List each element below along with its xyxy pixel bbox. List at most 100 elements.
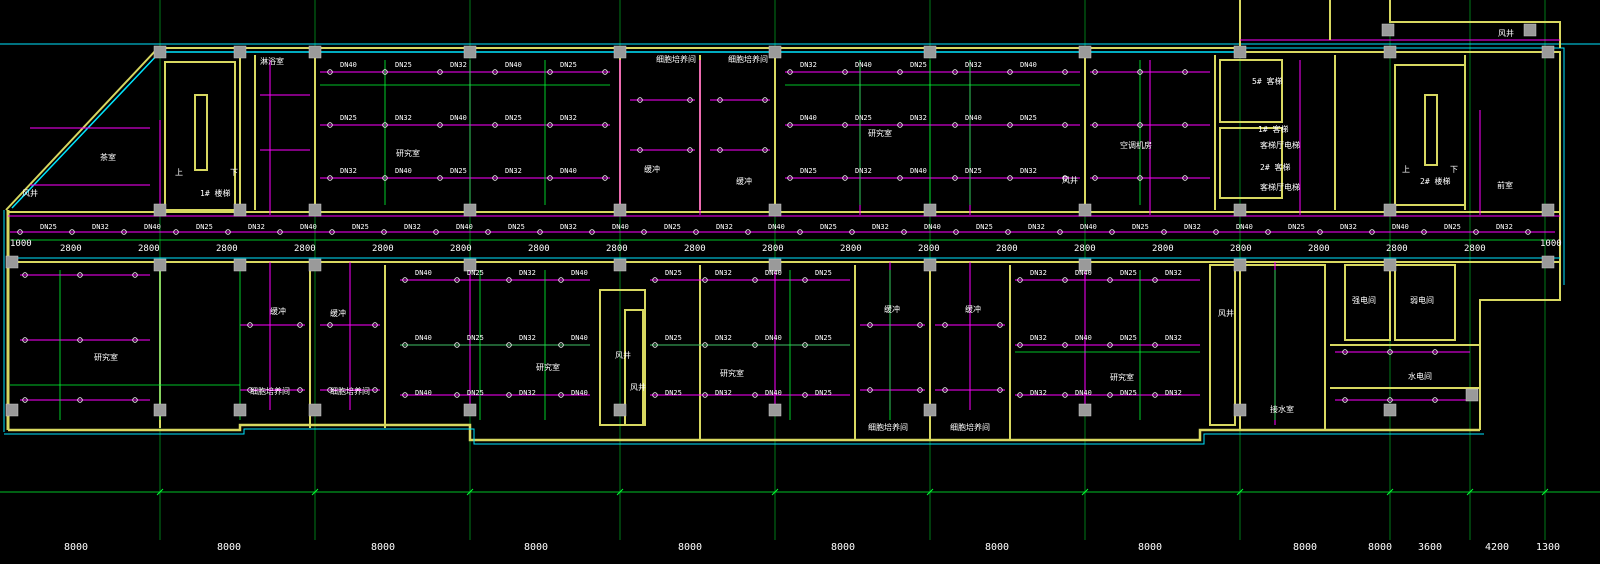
column-47	[1465, 388, 1479, 402]
room-cell-lab-4: 细胞培养间	[330, 386, 370, 396]
sprinkler-head-78	[22, 337, 28, 343]
sprinkler-head-113	[702, 392, 708, 398]
sprinkler-head-32	[437, 69, 443, 75]
pipe-label-58: DN32	[1020, 167, 1037, 175]
sprinkler-head-124	[637, 147, 643, 153]
column-17	[1078, 203, 1092, 217]
room-cell-lab-1: 细胞培养间	[656, 54, 696, 64]
pipe-label-64: DN32	[715, 269, 732, 277]
dimension-lines	[10, 60, 1555, 420]
sprinkler-head-2	[121, 229, 127, 235]
column-7	[1078, 45, 1092, 59]
pipe-label-17: DN40	[924, 223, 941, 231]
column-27	[1078, 258, 1092, 272]
pipe-label-43: DN32	[560, 114, 577, 122]
column-6	[923, 45, 937, 59]
sprinkler-head-107	[1152, 342, 1158, 348]
bottom-dim-9: 8000	[1368, 542, 1392, 553]
pipe-label-53: DN40	[560, 167, 577, 175]
room-stair1-down: 下	[230, 168, 238, 177]
pipe-label-48: DN25	[1020, 114, 1037, 122]
column-8	[1233, 45, 1247, 59]
sprinkler-head-96	[402, 342, 408, 348]
pipe-label-65: DN40	[765, 269, 782, 277]
pipe-label-59: DN40	[415, 269, 432, 277]
room-stair2: 2# 楼梯	[1420, 176, 1450, 186]
sprinkler-head-94	[1107, 277, 1113, 283]
corridor-dim-9: 2800	[762, 244, 784, 254]
pipe-label-54: DN25	[800, 167, 817, 175]
pipe-label-72: DN25	[467, 334, 484, 342]
corridor-dim-4: 2800	[372, 244, 394, 254]
sprinkler-head-144	[1342, 349, 1348, 355]
sprinkler-head-75	[22, 272, 28, 278]
room-partitions	[159, 55, 1480, 440]
sprinkler-head-4	[225, 229, 231, 235]
sprinkler-head-30	[327, 69, 333, 75]
sprinkler-head-3	[173, 229, 179, 235]
pipe-label-35: DN40	[855, 61, 872, 69]
sprinkler-head-68	[897, 175, 903, 181]
sprinkler-head-62	[437, 175, 443, 181]
sprinkler-head-6	[329, 229, 335, 235]
bottom-dim-10: 3600	[1418, 542, 1442, 553]
pipe-label-11: DN40	[612, 223, 629, 231]
bottom-dim-3: 8000	[524, 542, 548, 553]
sprinkler-head-22	[1161, 229, 1167, 235]
sprinkler-head-135	[997, 322, 1003, 328]
pipe-label-79: DN32	[1030, 334, 1047, 342]
sprinkler-head-126	[717, 147, 723, 153]
pipe-label-91: DN32	[1030, 389, 1047, 397]
room-elevhall-2: 客梯厅电梯	[1260, 182, 1300, 192]
corridor-dim-10: 2800	[840, 244, 862, 254]
sprinkler-head-12	[641, 229, 647, 235]
sprinkler-head-42	[1092, 69, 1098, 75]
sprinkler-head-115	[802, 392, 808, 398]
column-29	[1383, 258, 1397, 272]
pipe-label-3: DN25	[196, 223, 213, 231]
room-stair1-up: 上	[175, 168, 183, 177]
room-buffer-3: 缓冲	[270, 306, 286, 316]
sprinkler-head-71	[1062, 175, 1068, 181]
sprinkler-head-26	[1369, 229, 1375, 235]
room-shaft-5: 风井	[630, 382, 646, 392]
sprinkler-head-20	[1057, 229, 1063, 235]
pipe-label-77: DN40	[765, 334, 782, 342]
sprinkler-head-59	[1182, 122, 1188, 128]
pipe-label-82: DN32	[1165, 334, 1182, 342]
sprinkler-head-66	[787, 175, 793, 181]
pipe-label-56: DN40	[910, 167, 927, 175]
pipe-label-94: DN32	[1165, 389, 1182, 397]
pipe-label-20: DN40	[1080, 223, 1097, 231]
column-1	[233, 45, 247, 59]
room-water: 水电间	[1408, 371, 1432, 381]
sprinkler-head-35	[602, 69, 608, 75]
room-lab-3: 研究室	[94, 352, 118, 362]
bottom-tick-4	[771, 488, 779, 496]
pipe-label-32: DN40	[505, 61, 522, 69]
sprinkler-head-54	[952, 122, 958, 128]
sprinkler-head-44	[1182, 69, 1188, 75]
sprinkler-head-46	[382, 122, 388, 128]
room-dock: 接水室	[1270, 404, 1294, 414]
sprinkler-head-76	[77, 272, 83, 278]
sprinkler-head-64	[547, 175, 553, 181]
sprinkler-head-56	[1062, 122, 1068, 128]
column-25	[768, 258, 782, 272]
sprinkler-head-108	[402, 392, 408, 398]
sprinkler-head-87	[558, 277, 564, 283]
sprinkler-head-88	[652, 277, 658, 283]
pipe-label-73: DN32	[519, 334, 536, 342]
column-35	[768, 403, 782, 417]
room-shaft-4: 风井	[615, 350, 631, 360]
pipe-label-83: DN40	[415, 389, 432, 397]
pipe-label-70: DN32	[1165, 269, 1182, 277]
pipe-label-40: DN32	[395, 114, 412, 122]
sprinkler-head-73	[1137, 175, 1143, 181]
pipe-label-93: DN25	[1120, 389, 1137, 397]
sprinkler-head-110	[506, 392, 512, 398]
